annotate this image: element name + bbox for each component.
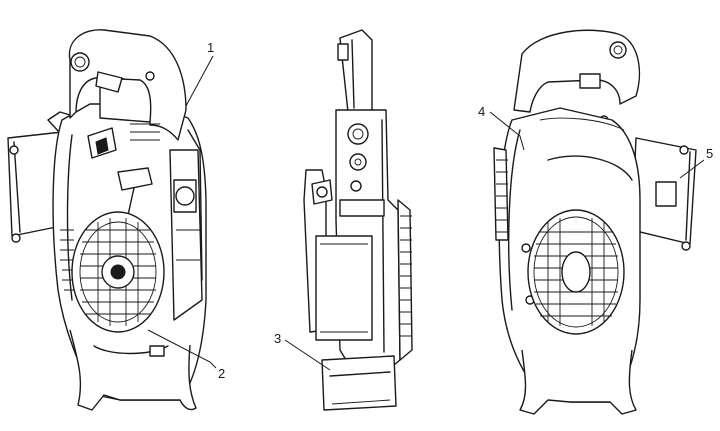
left-fuel-tank xyxy=(169,149,203,321)
middle-view xyxy=(303,29,413,411)
callout-number-1: 1 xyxy=(207,40,214,55)
left-fan-grille xyxy=(71,211,165,333)
middle-ribs xyxy=(397,199,413,361)
right-view xyxy=(493,29,697,415)
middle-handle xyxy=(337,29,373,113)
right-nozzle xyxy=(631,137,697,251)
left-handle xyxy=(68,29,187,141)
callout-number-4: 4 xyxy=(478,104,485,119)
right-handle xyxy=(513,29,641,125)
right-fan-grille xyxy=(527,209,625,335)
middle-base xyxy=(321,355,397,411)
callout-3: 3 xyxy=(274,331,331,371)
left-view xyxy=(7,29,207,411)
middle-fuel-tank xyxy=(303,169,373,341)
callout-2: 2 xyxy=(147,329,225,381)
callout-1: 1 xyxy=(185,40,214,107)
left-pull-handle xyxy=(117,167,153,216)
callout-number-5: 5 xyxy=(706,146,713,161)
callout-5: 5 xyxy=(679,146,713,179)
callout-4: 4 xyxy=(478,104,525,151)
callout-number-2: 2 xyxy=(218,366,225,381)
right-base xyxy=(519,349,637,415)
callout-number-3: 3 xyxy=(274,331,281,346)
left-switch xyxy=(87,123,160,159)
left-base xyxy=(69,329,197,411)
